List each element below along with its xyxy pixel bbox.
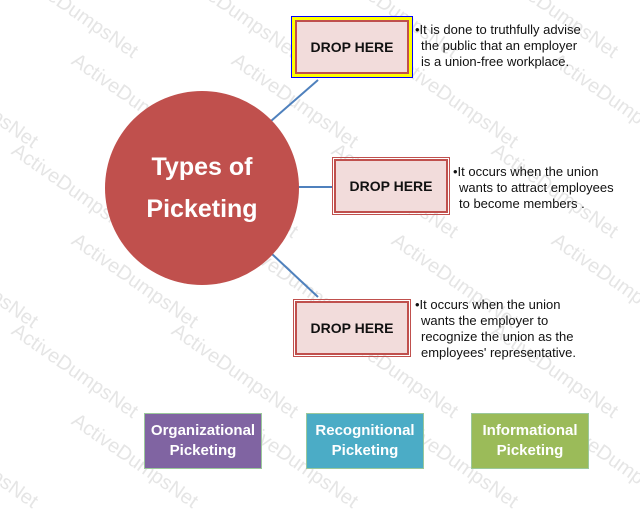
connector-line-1 [270,79,319,122]
center-topic-circle: Types of Picketing [105,91,299,285]
desc-line: to become members . [459,196,585,211]
desc-line: the public that an employer [421,38,578,53]
center-title-line1: Types of [151,153,253,181]
drop-target-label: DROP HERE [310,320,394,336]
drop-target-3[interactable]: DROP HERE [293,299,411,357]
option-label-line2: Picketing [496,442,564,459]
desc-line: recognize the union as the [421,329,574,344]
desc-line: •It is done to truthfully advise [415,22,581,37]
desc-line: •It occurs when the union [415,297,561,312]
target-1-description: •It is done to truthfully advise the pub… [415,22,581,70]
desc-line: •It occurs when the union [453,164,599,179]
center-title-line2: Picketing [146,195,258,223]
connector-lines [270,79,332,298]
connector-line-3 [271,253,319,298]
option-label-line1: Recognitional [315,422,415,439]
option-label-line1: Informational [482,422,578,439]
target-2-description: •It occurs when the union wants to attra… [453,164,614,212]
option-label-line1: Organizational [150,422,256,439]
option-label-line2: Picketing [169,442,237,459]
target-3-description: •It occurs when the union wants the empl… [415,297,576,361]
desc-line: wants the employer to [421,313,549,328]
drop-target-2[interactable]: DROP HERE [332,157,450,215]
option-label-line2: Picketing [331,442,399,459]
desc-line: employees' representative. [421,345,576,360]
drop-target-label: DROP HERE [349,178,433,194]
drop-target-1[interactable]: DROP HERE [292,17,412,77]
desc-line: is a union-free workplace. [421,54,570,69]
desc-line: wants to attract employees [459,180,614,195]
drop-target-label: DROP HERE [310,39,394,55]
